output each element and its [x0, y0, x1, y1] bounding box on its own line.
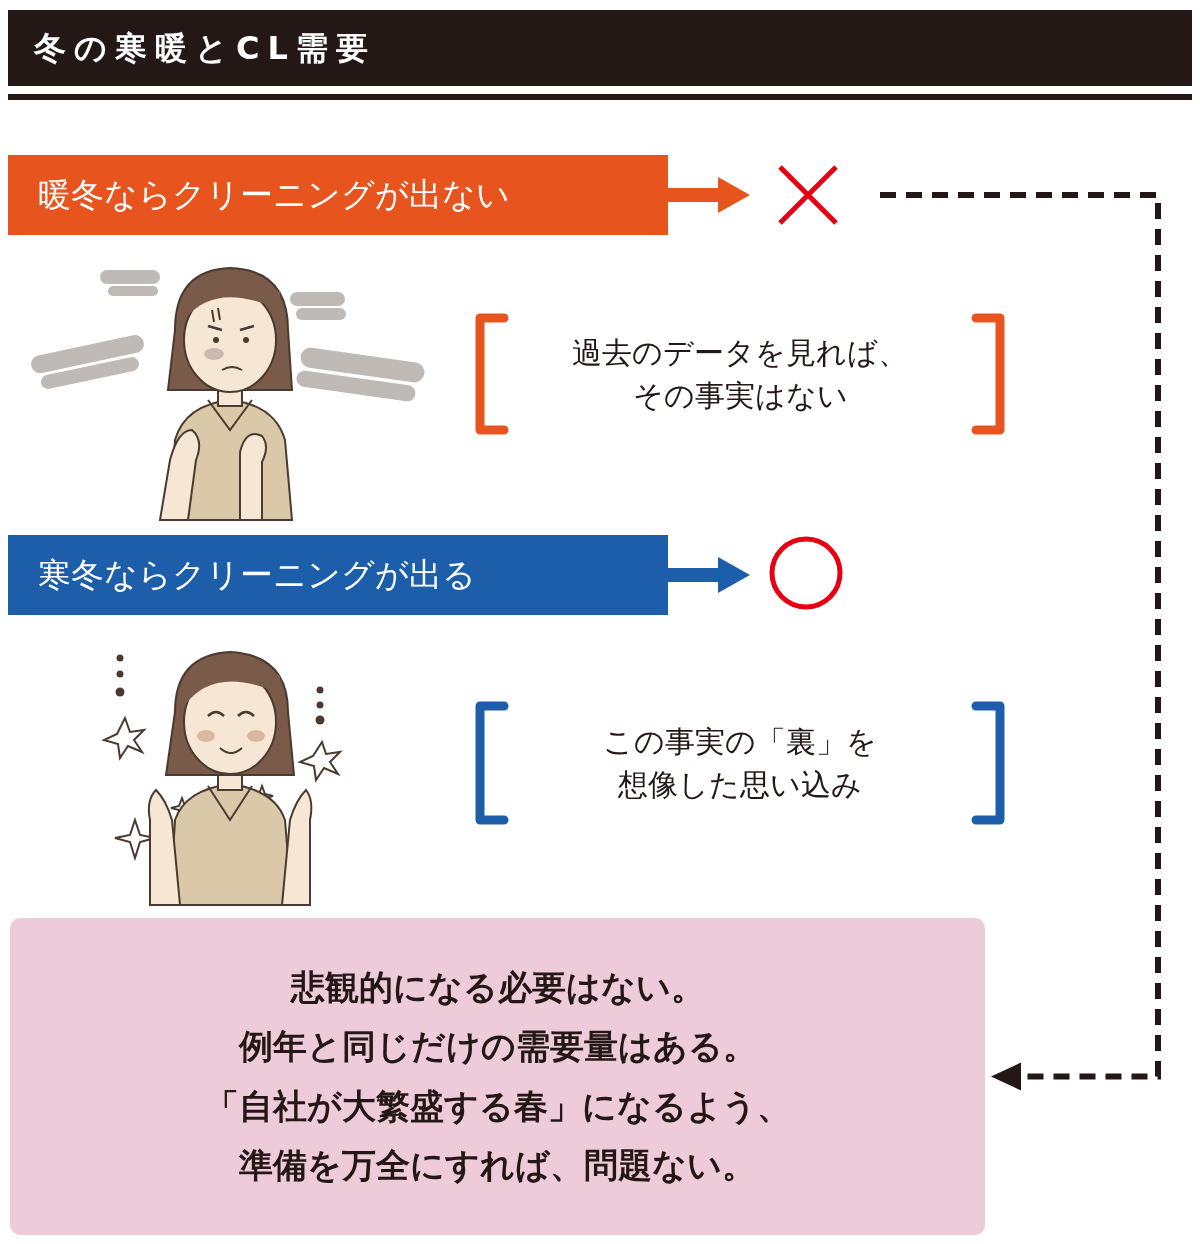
- arrow-head: [718, 557, 750, 593]
- band-label: 寒冬ならクリーニングが出る: [38, 553, 476, 598]
- arrow-head: [718, 177, 750, 213]
- arrow-shaft: [666, 188, 722, 202]
- bracket-outline: [470, 700, 1010, 826]
- note-text: この事実の「裏」を 想像した思い込み: [520, 720, 960, 807]
- diagram-title: 冬の寒暖とCL需要: [8, 10, 376, 86]
- condition-band: 寒冬ならクリーニングが出る: [8, 535, 858, 615]
- conclusion-box: 悲観的になる必要はない。 例年と同じだけの需要量はある。 「自社が大繁盛する春」…: [10, 918, 985, 1235]
- band-fill: 暖冬ならクリーニングが出ない: [8, 155, 668, 235]
- circle-mark: [772, 539, 840, 607]
- right-bracket: [976, 706, 1000, 820]
- worried-woman: [29, 268, 425, 520]
- bracket-note: 過去のデータを見れば、 その事実はない: [470, 312, 1010, 436]
- right-bracket: [976, 318, 1000, 430]
- condition-band: 暖冬ならクリーニングが出ない: [8, 155, 858, 235]
- title-band: 冬の寒暖とCL需要: [8, 10, 1192, 86]
- band-label: 暖冬ならクリーニングが出ない: [38, 173, 510, 218]
- title-rule: [8, 94, 1192, 100]
- bracket-note: この事実の「裏」を 想像した思い込み: [470, 700, 1010, 826]
- arrow-head: [991, 1063, 1021, 1091]
- left-bracket: [480, 318, 504, 430]
- bracket-outline: [470, 312, 1010, 436]
- cross-mark: [780, 167, 836, 223]
- happy-woman: [104, 652, 340, 905]
- band-fill: 寒冬ならクリーニングが出る: [8, 535, 668, 615]
- arrow-shaft: [666, 568, 722, 582]
- note-text: 過去のデータを見れば、 その事実はない: [520, 331, 960, 418]
- left-bracket: [480, 706, 504, 820]
- conclusion-text: 悲観的になる必要はない。 例年と同じだけの需要量はある。 「自社が大繁盛する春」…: [138, 958, 858, 1196]
